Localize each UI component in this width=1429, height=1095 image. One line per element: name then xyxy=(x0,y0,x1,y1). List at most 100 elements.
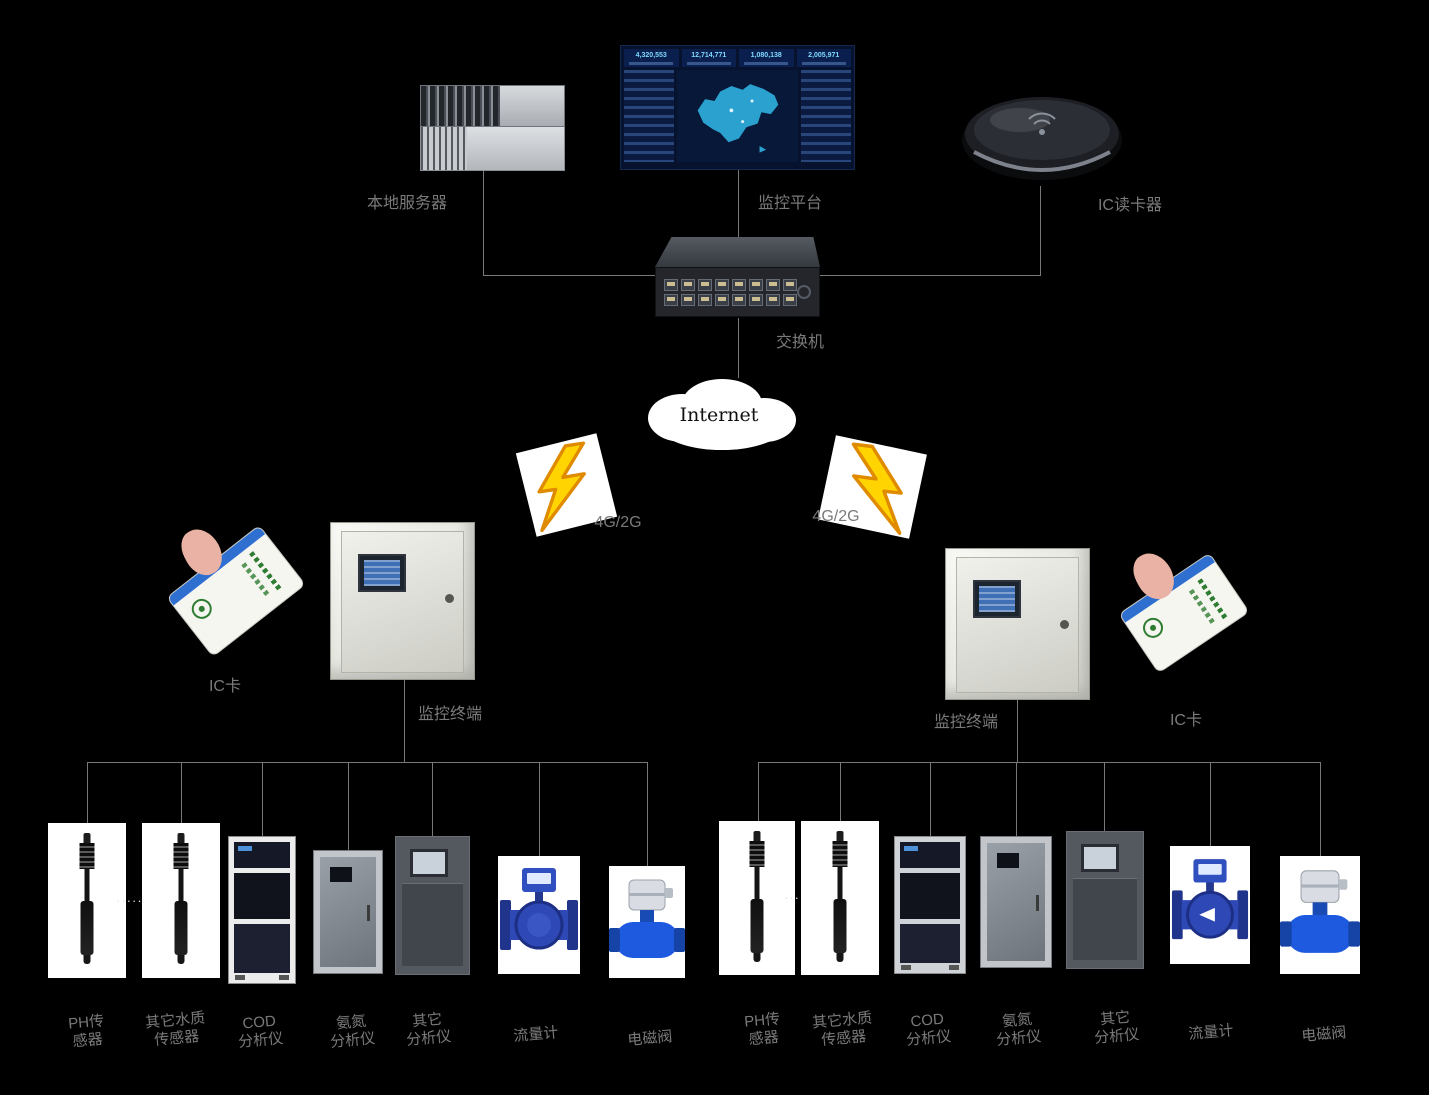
local-server-label: 本地服务器 xyxy=(366,195,447,212)
stat-value: 2,005,971 xyxy=(808,51,840,59)
connector-line xyxy=(1016,762,1017,836)
switch-port xyxy=(749,293,763,306)
connector-line xyxy=(840,762,841,821)
connector-line xyxy=(1017,700,1018,762)
switch-indicator xyxy=(797,285,811,299)
connector-line xyxy=(647,762,648,866)
analyzer-lower-door xyxy=(900,924,960,963)
switch-ports xyxy=(664,278,797,306)
switch-port xyxy=(732,278,746,291)
connector-line xyxy=(262,762,263,836)
probe-body xyxy=(833,899,847,953)
probe-ribs xyxy=(79,843,95,869)
switch-port xyxy=(783,278,797,291)
switch-front-face xyxy=(655,267,820,317)
switch-port xyxy=(732,293,746,306)
ic-reader-graphic xyxy=(962,97,1122,180)
connector-line xyxy=(758,762,759,821)
stat-caption-bar xyxy=(801,61,846,65)
local-server-device xyxy=(420,85,565,171)
probe-cap xyxy=(836,831,844,841)
server-face xyxy=(466,127,564,170)
solenoid-valve-label: 电磁阀 xyxy=(626,1028,674,1049)
switch-port xyxy=(664,293,678,306)
ic-card-reader-device xyxy=(958,80,1126,185)
probe-tip xyxy=(753,953,761,962)
connector-line xyxy=(348,762,349,850)
solenoid-valve-graphic xyxy=(1280,870,1360,953)
connector-line xyxy=(818,275,1041,276)
terminal-screen xyxy=(358,554,406,592)
probe-ribs xyxy=(749,841,765,867)
terminal-screen xyxy=(973,580,1021,618)
solenoid-valve-graphic xyxy=(609,879,685,958)
monitor-platform-label: 监控平台 xyxy=(757,195,822,212)
other-analyzer-label: 其它 分析仪 xyxy=(405,1010,452,1049)
card-emblem xyxy=(187,594,216,623)
wireless-right-label: 4G/2G xyxy=(812,508,860,525)
flow-meter-label: 流量计 xyxy=(1187,1022,1235,1043)
analyzer-body xyxy=(402,883,463,966)
monitor-terminal-left xyxy=(330,522,475,680)
monitor-platform-screen: 4,320,553 12,714,771 1,080,138 2,005,971 xyxy=(620,45,855,170)
server-vents xyxy=(421,127,467,170)
analyzer-screen xyxy=(330,867,352,882)
connector-line xyxy=(483,275,657,276)
dashboard-body xyxy=(621,70,854,165)
probe-shaft xyxy=(754,867,760,899)
flow-meter-left xyxy=(498,856,580,974)
switch-port xyxy=(715,278,729,291)
card-text-column xyxy=(249,551,283,592)
switch-port xyxy=(681,293,695,306)
connector-line xyxy=(87,762,648,763)
dashboard-stat: 12,714,771 xyxy=(681,49,736,67)
lightning-icon xyxy=(818,435,927,539)
flow-meter-right xyxy=(1170,846,1250,964)
analyzer-head-panel xyxy=(234,842,290,868)
analyzer-body xyxy=(1073,878,1137,960)
switch-port xyxy=(749,278,763,291)
wireless-link-left xyxy=(515,433,618,537)
switch-top-face xyxy=(655,237,820,267)
dashboard-left-panel xyxy=(624,70,674,162)
ic-reader-label: IC读卡器 xyxy=(1097,197,1162,214)
analyzer-door xyxy=(987,843,1045,961)
connector-line xyxy=(1210,762,1211,846)
dashboard-stat: 1,080,138 xyxy=(739,49,794,67)
ammonia-analyzer-left xyxy=(313,850,383,974)
water-quality-sensor-right xyxy=(801,821,879,975)
cod-analyzer-label: COD 分析仪 xyxy=(237,1012,284,1051)
cod-analyzer-right xyxy=(894,836,966,974)
analyzer-foot xyxy=(235,975,245,980)
probe-graphic xyxy=(173,833,189,964)
ic-card-right xyxy=(1119,546,1250,684)
terminal-screen-display xyxy=(979,586,1015,612)
connector-line xyxy=(930,762,931,836)
terminal-left-label: 监控终端 xyxy=(417,706,482,723)
probe-cap xyxy=(753,831,761,841)
solenoid-valve-label: 电磁阀 xyxy=(1300,1024,1348,1045)
connector-line xyxy=(1040,186,1041,276)
server-module-bays xyxy=(421,86,500,126)
stat-value: 4,320,553 xyxy=(635,51,667,59)
probe-body xyxy=(174,901,188,955)
switch-port xyxy=(783,293,797,306)
switch-port xyxy=(766,293,780,306)
analyzer-window xyxy=(234,873,290,919)
cabinet-lock xyxy=(445,594,454,603)
ic-card-right-label: IC卡 xyxy=(1169,712,1202,729)
analyzer-handle xyxy=(367,905,370,922)
cloud-graphic xyxy=(648,379,796,450)
analyzer-lower-door xyxy=(234,924,290,973)
internet-label: Internet xyxy=(679,404,759,426)
stat-caption-bar xyxy=(686,61,731,65)
lightning-icon xyxy=(515,433,618,537)
analyzer-foot xyxy=(279,975,289,980)
analyzer-screen xyxy=(1081,844,1119,872)
wireless-link-right xyxy=(818,435,927,539)
flow-meter-graphic xyxy=(500,868,578,950)
dashboard-stats-row: 4,320,553 12,714,771 1,080,138 2,005,971 xyxy=(621,46,854,70)
other-analyzer-right xyxy=(1066,831,1144,969)
switch-port xyxy=(715,293,729,306)
dashboard-china-map xyxy=(677,70,798,162)
